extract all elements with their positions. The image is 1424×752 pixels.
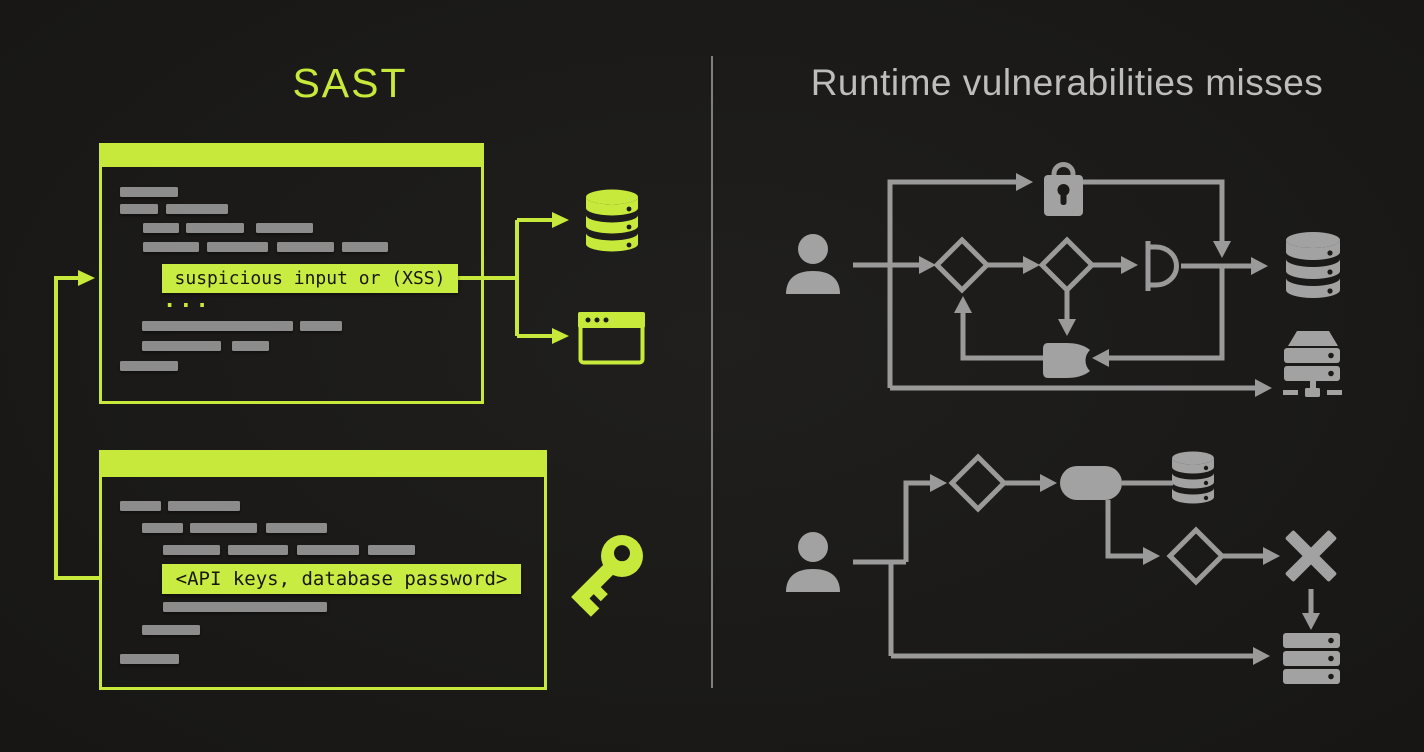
code-line-bar bbox=[207, 242, 268, 252]
user-icon bbox=[786, 532, 840, 592]
runtime-title: Runtime vulnerabilities misses bbox=[810, 62, 1324, 103]
code-line-bar bbox=[143, 242, 199, 252]
sast-finding-xss: suspicious input or (XSS) bbox=[162, 264, 458, 293]
vertical-divider bbox=[711, 56, 713, 688]
code-line-bar bbox=[228, 545, 288, 555]
code-line-bar bbox=[143, 223, 179, 233]
code-line-bar bbox=[142, 341, 221, 351]
sast-title: SAST bbox=[292, 60, 408, 106]
decision-diamond bbox=[948, 453, 1008, 513]
process-pill bbox=[1060, 466, 1122, 500]
key-icon bbox=[571, 535, 643, 617]
code-line-bar bbox=[163, 602, 327, 612]
code-ellipsis: ... bbox=[163, 288, 212, 313]
code-line-bar bbox=[266, 523, 327, 533]
code-line-bar bbox=[166, 204, 228, 214]
decision-diamond bbox=[933, 236, 991, 294]
code-line-bar bbox=[168, 501, 240, 511]
decision-diamond bbox=[1166, 526, 1226, 586]
decision-diamond bbox=[1038, 236, 1096, 294]
server-network-icon bbox=[1283, 331, 1342, 397]
code-line-bar bbox=[120, 187, 178, 197]
runtime-flowchart-top bbox=[786, 162, 1342, 397]
code-line-bar bbox=[142, 523, 183, 533]
x-mark-icon bbox=[1285, 530, 1337, 582]
user-icon bbox=[786, 234, 840, 294]
code-line-bar bbox=[368, 545, 415, 555]
code-line-bar bbox=[186, 223, 244, 233]
runtime-flowchart-bottom bbox=[786, 451, 1340, 684]
code-line-bar bbox=[256, 223, 313, 233]
code-line-bar bbox=[142, 321, 293, 331]
code-line-bar bbox=[342, 242, 388, 252]
lock-icon bbox=[1044, 162, 1083, 216]
code-line-bar bbox=[163, 545, 220, 555]
or-gate-icon bbox=[1043, 343, 1090, 378]
code-line-bar bbox=[120, 654, 179, 664]
code-line-bar bbox=[297, 545, 359, 555]
database-icon bbox=[1286, 232, 1340, 298]
database-icon bbox=[1172, 451, 1214, 504]
code-window-2-titlebar bbox=[99, 450, 547, 477]
browser-window-icon bbox=[578, 312, 645, 365]
code-line-bar bbox=[120, 361, 178, 371]
code-window-1-titlebar bbox=[99, 143, 484, 167]
server-icon bbox=[1283, 633, 1340, 684]
code-line-bar bbox=[190, 523, 257, 533]
and-gate-icon bbox=[1145, 241, 1179, 291]
code-line-bar bbox=[232, 341, 269, 351]
code-window-2 bbox=[99, 450, 547, 690]
code-line-bar bbox=[300, 321, 342, 331]
code-line-bar bbox=[142, 625, 200, 635]
sast-finding-secrets: <API keys, database password> bbox=[162, 564, 521, 594]
database-icon bbox=[586, 189, 638, 252]
code-line-bar bbox=[120, 204, 158, 214]
code-line-bar bbox=[277, 242, 334, 252]
sast-loop-connector bbox=[54, 270, 99, 580]
sast-branch-connector bbox=[458, 212, 569, 344]
code-line-bar bbox=[120, 501, 161, 511]
code-window-1 bbox=[99, 143, 484, 404]
